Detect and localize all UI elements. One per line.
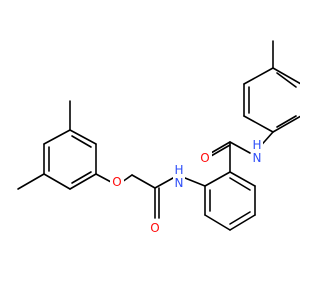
bond-line [43, 129, 71, 145]
bond-line [204, 214, 231, 231]
bond-line [276, 115, 297, 128]
atom-symbol: N [175, 176, 184, 190]
bond-line [71, 135, 92, 148]
bond-line [243, 67, 274, 85]
bond-line [229, 171, 256, 187]
bond-line [229, 211, 251, 225]
bond-line [243, 115, 274, 133]
bond-line [95, 173, 112, 183]
atom-amide-nitrogen: N H [251, 138, 263, 170]
bond-line [69, 129, 97, 145]
atom-amide-oxygen: O [198, 150, 212, 166]
atom-ether-oxygen: O [110, 174, 124, 190]
atom-acetamide-oxygen: O [148, 220, 162, 236]
bond-line [17, 173, 45, 190]
bond-line [69, 173, 97, 190]
atom-symbol: O [150, 221, 159, 235]
atom-symbol: O [200, 151, 209, 165]
atom-labels: O N H N H O O [110, 138, 263, 236]
bond-line [229, 214, 256, 231]
bond-line [229, 141, 251, 154]
atom-hydrogen: H [252, 138, 261, 152]
bond-line [154, 177, 174, 189]
bond-line [210, 141, 231, 154]
bond-line [204, 171, 231, 187]
atom-anilide-nitrogen: N H [173, 160, 185, 190]
bond-line [276, 72, 297, 88]
bond-line [184, 177, 206, 187]
bond-line [43, 173, 71, 190]
bond-line [210, 144, 231, 157]
atom-symbol: N [253, 151, 262, 165]
bond-line [131, 174, 156, 189]
atom-hydrogen: H [174, 163, 183, 177]
molecule-structure: O N H N H O O [17, 40, 300, 236]
bond-line [229, 177, 251, 191]
bonds [17, 40, 300, 231]
atom-symbol: O [112, 175, 121, 189]
bond-line [272, 115, 300, 133]
bond-line [71, 171, 92, 184]
bond-line [272, 67, 300, 85]
